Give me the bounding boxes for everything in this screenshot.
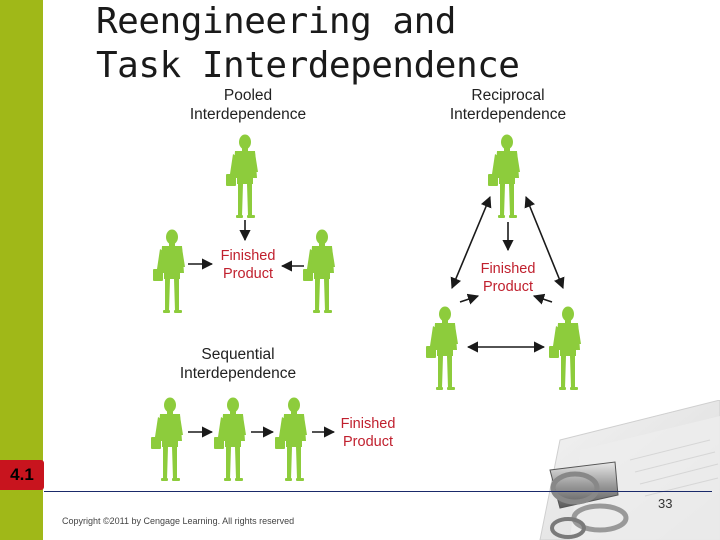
pooled-product-line-2: Product [223,266,273,282]
sequential-label-line-1: Sequential [201,346,275,363]
sequential-person-2-icon [214,397,246,481]
title-line-2: Task Interdependence [96,45,520,86]
reciprocal-arrow-right-diagonal [524,195,565,290]
pooled-label-line-1: Pooled [223,87,273,104]
reciprocal-product-line-1: Finished [480,261,536,277]
reciprocal-arrow-right-product [532,293,553,305]
pooled-right-person-icon [303,229,335,313]
clipboard-image [539,400,720,540]
footer-divider [44,491,712,492]
sequential-person-3-icon [275,397,307,481]
reciprocal-product-label: Finished Product [474,260,542,296]
title-line-1: Reengineering and [96,1,456,42]
sequential-label: Sequential Interdependence [170,345,306,383]
reciprocal-arrow-left-product [459,293,480,305]
pooled-product-label: Finished Product [214,247,282,283]
slide-title: Reengineering and Task Interdependence [96,0,556,88]
sequential-product-line-2: Product [343,434,393,450]
sequential-product-line-1: Finished [340,416,396,432]
sequential-product-label: Finished Product [334,415,402,451]
pooled-label-line-2: Interdependence [189,106,307,123]
page-number: 33 [658,496,673,511]
reciprocal-label-line-1: Reciprocal [471,87,545,104]
pooled-label: Pooled Interdependence [180,86,316,124]
reciprocal-product-line-2: Product [483,279,533,295]
reciprocal-label-line-2: Interdependence [449,106,567,123]
binder-clip-icon [549,461,629,539]
pooled-top-person-icon [226,134,258,218]
figure-number-badge: 4.1 [0,460,44,490]
side-accent-bar [0,0,43,540]
reciprocal-right-person-icon [549,306,581,390]
pooled-product-line-1: Finished [220,248,276,264]
reciprocal-top-person-icon [488,134,520,218]
sequential-person-1-icon [151,397,183,481]
sequential-label-line-2: Interdependence [179,365,297,382]
reciprocal-label: Reciprocal Interdependence [440,86,576,124]
reciprocal-arrow-left-diagonal [450,195,492,290]
copyright-text: Copyright ©2011 by Cengage Learning. All… [62,516,295,526]
pooled-left-person-icon [153,229,185,313]
reciprocal-left-person-icon [426,306,458,390]
